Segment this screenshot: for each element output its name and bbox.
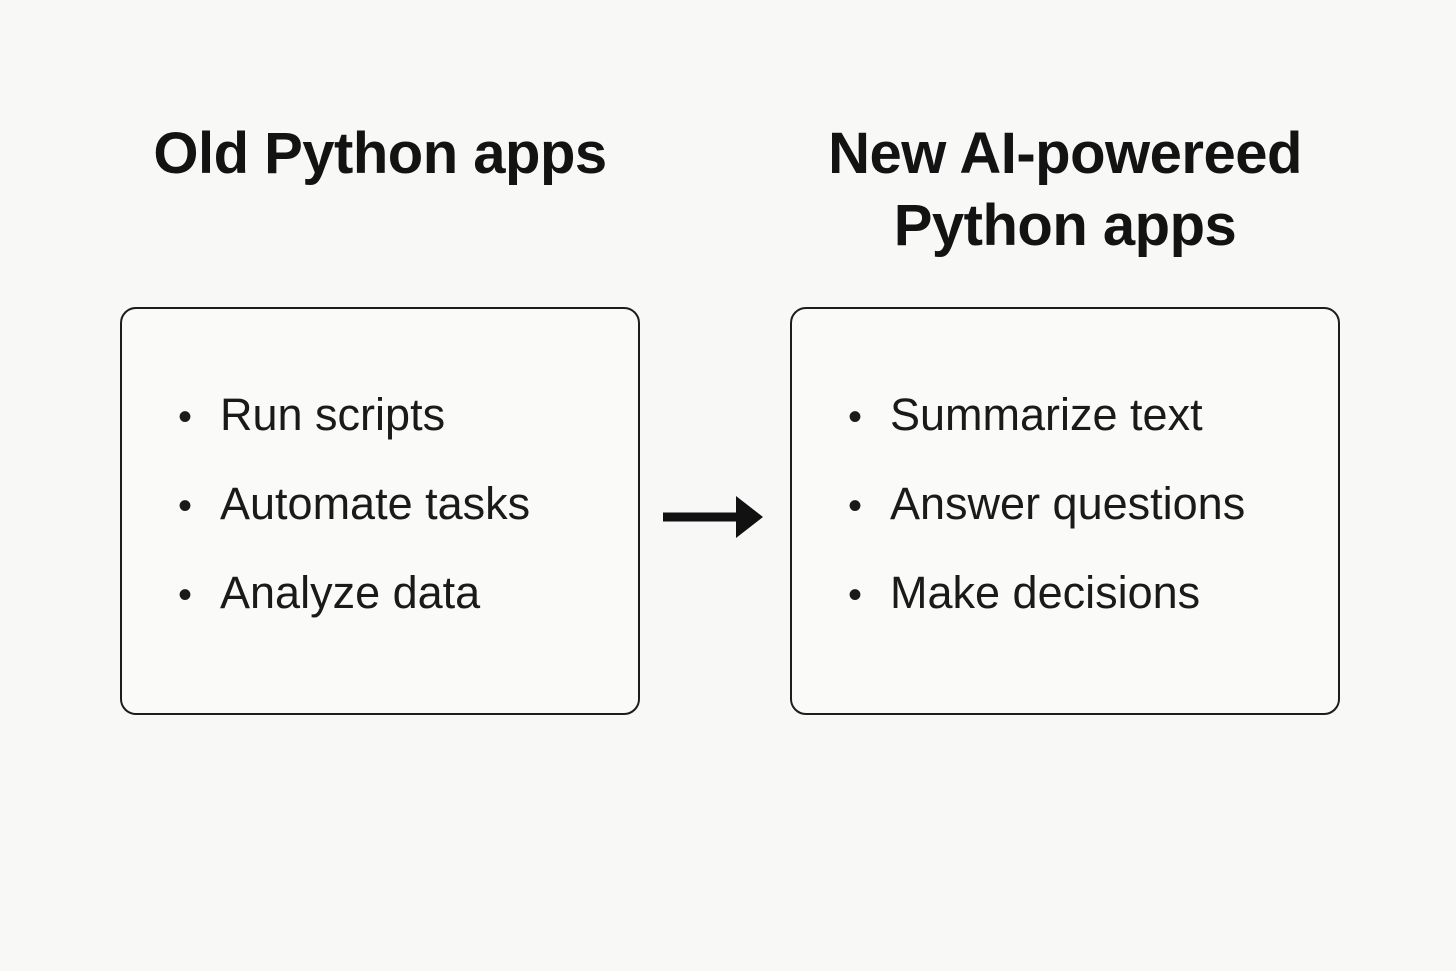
- list-item-label: Answer questions: [890, 478, 1246, 529]
- bullet-icon: •: [178, 573, 193, 617]
- list-item-label: Automate tasks: [220, 478, 531, 529]
- list-item-label: Run scripts: [220, 389, 446, 440]
- right-panel-title: New AI-powereed Python apps: [828, 121, 1302, 258]
- left-panel-title: Old Python apps: [153, 121, 607, 186]
- bullet-icon: •: [178, 484, 193, 528]
- right-panel-list: • Summarize text • Answer questions • Ma…: [792, 309, 1338, 623]
- list-item: • Automate tasks: [178, 476, 628, 534]
- list-item: • Answer questions: [848, 476, 1328, 534]
- bullet-icon: •: [848, 573, 863, 617]
- right-panel-box: • Summarize text • Answer questions • Ma…: [790, 307, 1340, 715]
- right-arrow-icon: [660, 494, 764, 540]
- list-item-label: Make decisions: [890, 567, 1201, 618]
- left-panel-list: • Run scripts • Automate tasks • Analyze…: [122, 309, 638, 623]
- bullet-icon: •: [178, 395, 193, 439]
- list-item: • Analyze data: [178, 565, 628, 623]
- bullet-icon: •: [848, 395, 863, 439]
- list-item-label: Analyze data: [220, 567, 481, 618]
- bullet-icon: •: [848, 484, 863, 528]
- list-item: • Summarize text: [848, 387, 1328, 445]
- list-item-label: Summarize text: [890, 389, 1203, 440]
- list-item: • Run scripts: [178, 387, 628, 445]
- list-item: • Make decisions: [848, 565, 1328, 623]
- left-panel-box: • Run scripts • Automate tasks • Analyze…: [120, 307, 640, 715]
